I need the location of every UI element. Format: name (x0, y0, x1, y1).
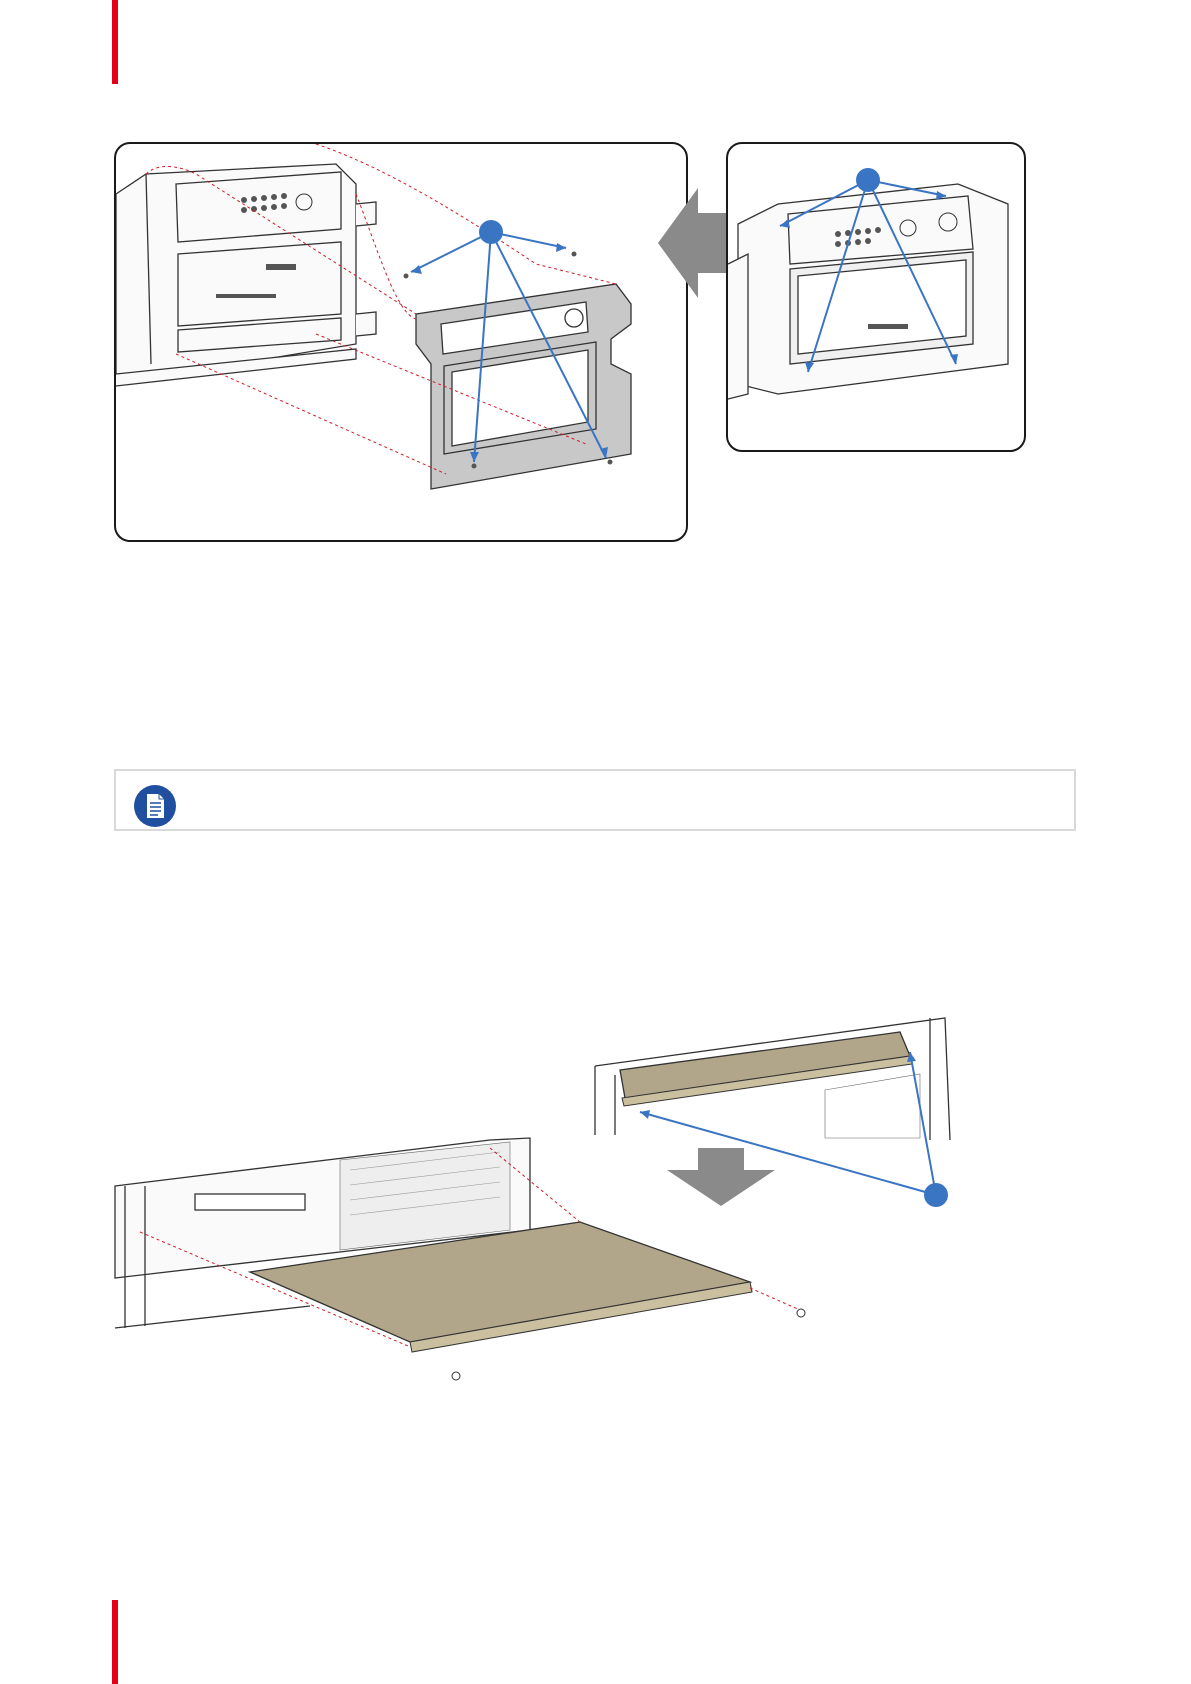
exploded-view-drawing (116, 144, 686, 540)
brand-margin-bar-bottom (112, 1600, 118, 1684)
arrow-down-icon (667, 1148, 775, 1206)
figure-bottom-tray-removal (110, 1010, 970, 1390)
tray-removal-drawing (110, 1010, 970, 1390)
inset-drawing (728, 144, 1024, 450)
note-box (114, 769, 1076, 831)
figure-front-cover-mounted-inset (726, 142, 1026, 452)
document-note-icon (134, 785, 176, 827)
figure-front-cover-exploded (114, 142, 688, 542)
brand-margin-bar-top (112, 0, 118, 84)
